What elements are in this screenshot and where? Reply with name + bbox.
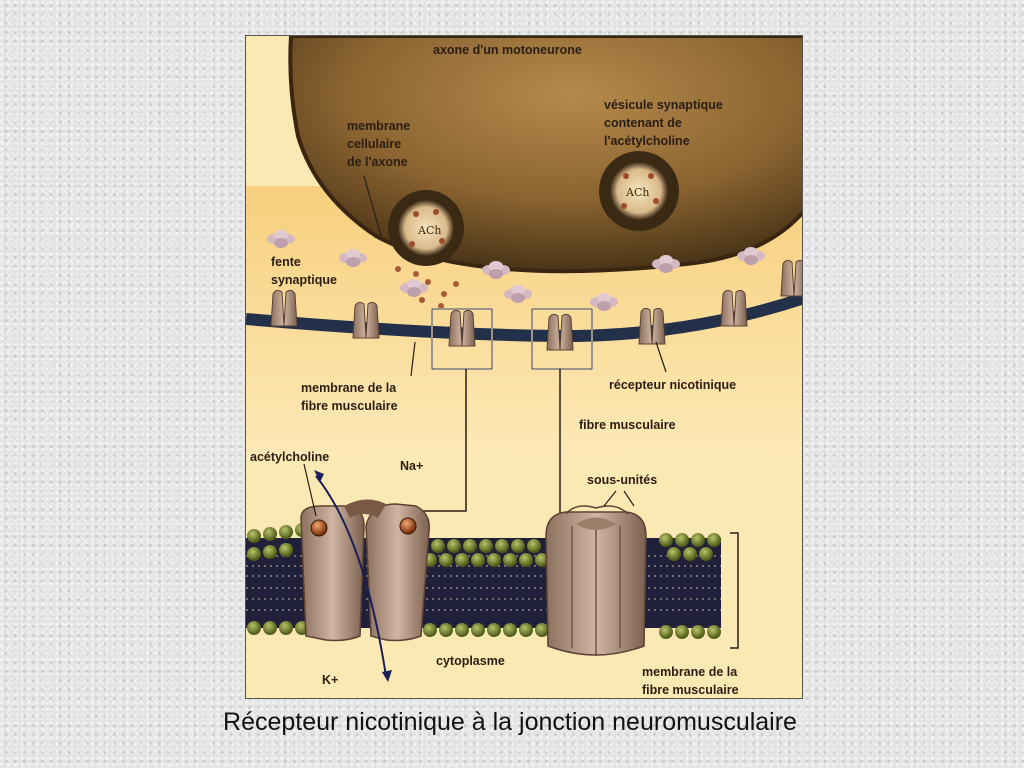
label-sodium: Na+ [400, 459, 423, 473]
label-axon-membrane-2: cellulaire [347, 137, 401, 151]
label-muscle-membrane-bottom-2: fibre musculaire [642, 683, 739, 697]
label-cytoplasm: cytoplasme [436, 654, 505, 668]
label-acetylcholine: acétylcholine [250, 450, 329, 464]
diagram-svg: ACh ACh [246, 36, 802, 697]
label-cleft-2: synaptique [271, 273, 337, 287]
label-axon: axone d'un motoneurone [433, 43, 582, 57]
membrane-receptors [270, 259, 802, 351]
leader-axon-membrane [363, 175, 382, 237]
label-muscle-membrane-bottom-1: membrane de la [642, 665, 738, 679]
cleft-enzymes [267, 230, 765, 311]
membrane-bracket [730, 532, 739, 649]
leader-muscle-membrane [410, 341, 416, 377]
receptor-subunits [545, 505, 647, 656]
label-potassium: K+ [322, 673, 338, 687]
label-subunits: sous-unités [587, 473, 657, 487]
leader-receptor [655, 341, 667, 373]
figure-caption: Récepteur nicotinique à la jonction neur… [223, 708, 797, 736]
label-nicotinic-receptor: récepteur nicotinique [609, 378, 736, 392]
receptor-channel-open [300, 470, 430, 682]
synaptic-vesicle-left: ACh [388, 190, 464, 266]
synaptic-vesicle-right: ACh [599, 151, 679, 231]
label-vesicle-2: contenant de [604, 116, 682, 130]
label-vesicle-3: l'acétylcholine [604, 134, 690, 148]
zoom-box-right-outline [531, 308, 593, 370]
label-vesicle-1: vésicule synaptique [604, 98, 723, 112]
subunit-pointers [603, 490, 635, 507]
ach-label-right: ACh [625, 186, 649, 199]
label-muscle-membrane-top-2: fibre musculaire [301, 399, 398, 413]
ach-label-left: ACh [417, 224, 441, 237]
leader-ach [303, 463, 317, 517]
ion-flow-arrow [315, 475, 387, 677]
zoom-box-left-outline [431, 308, 493, 370]
diagram-figure: ACh ACh [245, 35, 803, 699]
label-axon-membrane-3: de l'axone [347, 155, 408, 169]
label-axon-membrane-1: membrane [347, 119, 410, 133]
label-cleft-1: fente [271, 255, 301, 269]
label-muscle-fiber: fibre musculaire [579, 418, 676, 432]
label-muscle-membrane-top-1: membrane de la [301, 381, 397, 395]
